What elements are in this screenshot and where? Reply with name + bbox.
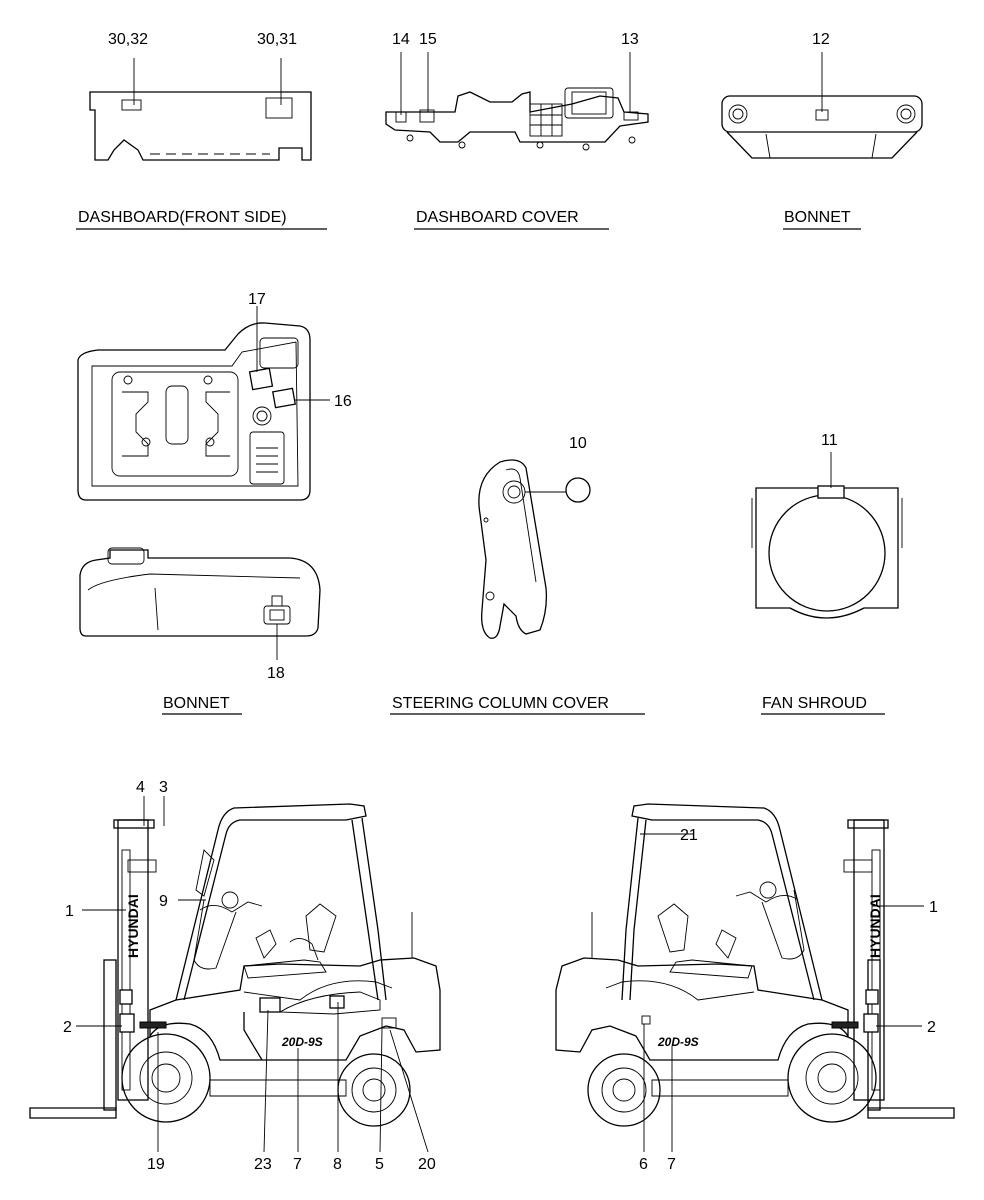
bonnet-top-drawing [721,52,923,159]
caption-bonnet-bottom: BONNET [163,695,230,712]
callout-right-7: 7 [667,1156,676,1173]
callout-left-4: 4 [136,779,145,796]
callout-16: 16 [334,393,352,410]
callout-right-6: 6 [639,1156,648,1173]
callout-left-19: 19 [147,1156,165,1173]
dashboard-front-drawing [89,58,312,161]
caption-bonnet-top: BONNET [784,209,851,226]
callout-30-32: 30,32 [108,31,148,48]
hyundai-decal-right: HYUNDAI [867,894,883,958]
callout-12: 12 [812,31,830,48]
callout-17: 17 [248,291,266,308]
caption-dashboard-cover: DASHBOARD COVER [416,209,579,226]
bonnet-interior-drawing [77,306,330,660]
callout-13: 13 [621,31,639,48]
hyundai-decal-left: HYUNDAI [125,894,141,958]
caption-fan-shroud: FAN SHROUD [762,695,867,712]
callout-left-9: 9 [159,893,168,910]
callout-10: 10 [569,435,587,452]
caption-dashboard-front-side: DASHBOARD(FRONT SIDE) [78,209,287,226]
forklift-right-drawing [555,803,955,1152]
callout-left-8: 8 [333,1156,342,1173]
callout-30-31: 30,31 [257,31,297,48]
callout-left-3: 3 [159,779,168,796]
callout-right-1: 1 [929,899,938,916]
steering-column-cover-drawing [478,459,591,639]
dashboard-cover-drawing [385,52,649,151]
forklift-left-drawing: 20D-9S HYUNDAI [29,796,441,1153]
caption-steering-column-cover: STEERING COLUMN COVER [392,695,609,712]
callout-left-2: 2 [63,1019,72,1036]
callout-left-20: 20 [418,1156,436,1173]
fan-shroud-drawing [751,452,903,619]
callout-15: 15 [419,31,437,48]
callout-14: 14 [392,31,410,48]
callout-right-21: 21 [680,827,698,844]
callout-left-7: 7 [293,1156,302,1173]
model-decal-left: 20D-9S [281,1035,323,1049]
callout-18: 18 [267,665,285,682]
callout-left-5: 5 [375,1156,384,1173]
model-decal-right: 20D-9S [657,1035,699,1049]
callout-left-23: 23 [254,1156,272,1173]
callout-right-2: 2 [927,1019,936,1036]
callout-left-1: 1 [65,903,74,920]
callout-11: 11 [821,432,838,449]
